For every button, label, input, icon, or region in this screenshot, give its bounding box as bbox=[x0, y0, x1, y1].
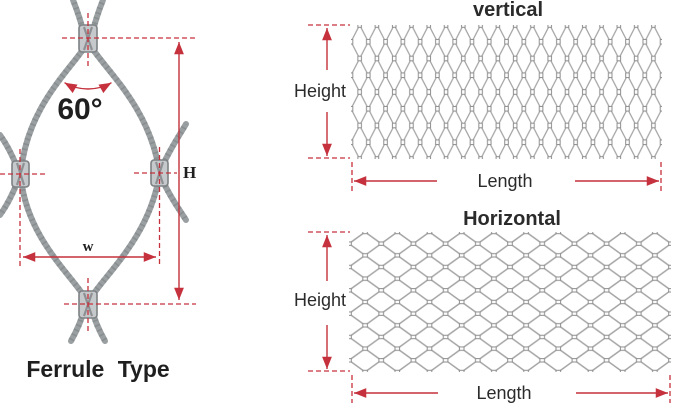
vertical-mesh-diagram: vertical Height Length bbox=[294, 0, 662, 194]
horizontal-mesh-pattern bbox=[349, 232, 671, 372]
mesh-height-symbol: H bbox=[183, 163, 196, 182]
ferrule-type-caption: Ferrule Type bbox=[26, 356, 169, 382]
vertical-mesh-length-label: Length bbox=[477, 171, 532, 191]
ferrule-sleeves bbox=[11, 24, 169, 319]
ferrule-type-diagram: 60° H w Ferrule Type bbox=[0, 0, 196, 382]
horizontal-mesh-length-label: Length bbox=[476, 383, 531, 403]
vertical-mesh-pattern bbox=[351, 25, 662, 159]
vertical-mesh-height-label: Height bbox=[294, 81, 346, 101]
vertical-mesh-height-dimension: Height bbox=[294, 24, 350, 159]
horizontal-mesh-title: Horizontal bbox=[463, 208, 561, 230]
centerlines bbox=[0, 13, 196, 334]
angle-arc bbox=[64, 82, 112, 94]
vertical-mesh-length-dimension: Length bbox=[351, 162, 662, 194]
horizontal-mesh-diagram: Horizontal Height Length bbox=[294, 208, 671, 403]
angle-label: 60° bbox=[57, 93, 102, 126]
vertical-mesh-title: vertical bbox=[473, 0, 543, 21]
horizontal-mesh-length-dimension: Length bbox=[351, 375, 671, 403]
horizontal-mesh-height-dimension: Height bbox=[294, 231, 350, 372]
mesh-width-symbol: w bbox=[83, 239, 94, 255]
horizontal-mesh-height-label: Height bbox=[294, 290, 346, 310]
